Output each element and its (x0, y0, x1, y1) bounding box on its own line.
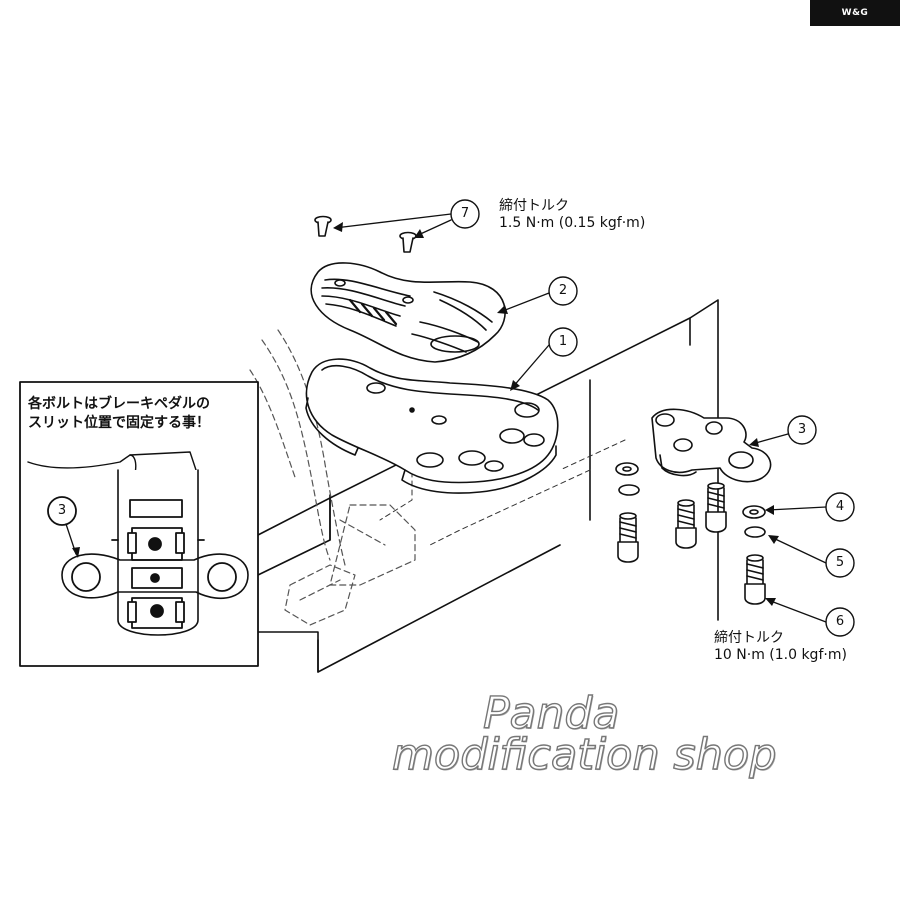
watermark-line-2: modification shop (391, 729, 777, 780)
callout-4: 4 (835, 499, 845, 514)
torque-bottom-value: 10 N·m (1.0 kgf·m) (714, 647, 847, 663)
part7-screws (314, 215, 417, 253)
callout-circles (450, 199, 855, 637)
torque-spec-bottom: 締付トルク 10 N·m (1.0 kgf·m) (714, 630, 847, 664)
torque-top-value: 1.5 N·m (0.15 kgf·m) (499, 215, 646, 231)
inset-note-line-1: 各ボルトはブレーキペダルの (28, 396, 210, 412)
torque-spec-top: 締付トルク 1.5 N·m (0.15 kgf·m) (499, 198, 645, 232)
watermark-line-1: Panda (482, 687, 620, 739)
part2-ribbed-cover (310, 262, 506, 363)
inset-note-line-2: スリット位置で固定する事！ (28, 415, 210, 431)
leader-arrowheads (333, 222, 779, 606)
callout-2: 2 (558, 283, 568, 298)
brake-pedal-outline (257, 299, 719, 673)
brand-tag: W&G (810, 0, 900, 26)
assembly-centerlines (379, 399, 626, 546)
inset-note: 各ボルトはブレーキペダルの スリット位置で固定する事！ (28, 395, 258, 433)
part1-base-plate (305, 358, 559, 494)
callout-3: 3 (797, 422, 807, 437)
brand-tag-text: W&G (841, 8, 869, 18)
part3-bracket (651, 408, 772, 483)
inset-callout-3: 3 (57, 503, 67, 518)
callout-6: 6 (835, 614, 845, 629)
inset-detail-box (19, 381, 259, 667)
phantom-pedal-lines (249, 329, 416, 626)
washers-and-bolts (615, 462, 766, 605)
torque-bottom-heading: 締付トルク (714, 630, 784, 646)
callout-5: 5 (835, 555, 845, 570)
callout-1: 1 (558, 334, 568, 349)
callout-7: 7 (460, 206, 470, 221)
torque-top-heading: 締付トルク (499, 198, 569, 214)
